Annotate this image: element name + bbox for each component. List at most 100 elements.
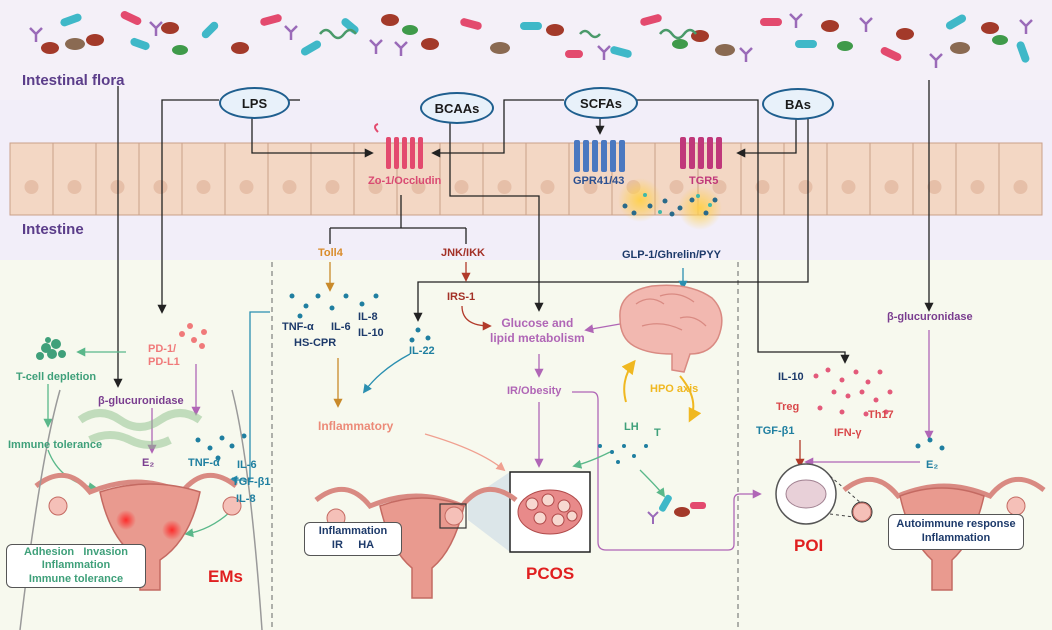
pcos-effects-box: Inflammation IR HA [304,522,402,556]
lh-label: LH [624,421,639,433]
poi-dots [813,367,893,417]
ems-e2-label: E₂ [142,457,155,469]
cell-nucleus [970,180,985,194]
poi-autoimmune: Autoimmune response [896,518,1016,531]
poi-inflammation: Inflammation [921,532,991,544]
connectors-black [113,80,934,388]
cell-nucleus [884,180,899,194]
tcell-cluster [36,337,66,360]
connectors-orange [325,262,343,408]
cell-nucleus [239,180,254,194]
uterus-pcos [314,486,518,599]
cell-nucleus [669,180,684,194]
poi-th17-label: Th17 [868,409,894,421]
pcos-title: PCOS [526,564,575,583]
poi-ovary-circle [775,463,873,525]
tcell-depletion-label: T-cell depletion [16,371,97,383]
poi-title: POI [794,536,824,555]
cell-nucleus [411,180,426,194]
pcos-ha: HA [358,539,375,551]
hpo-arrows [621,359,702,423]
brain-illustration [619,284,723,373]
small-bacteria [647,494,706,524]
tgr5-receptor [680,137,722,169]
cell-nucleus [540,180,555,194]
bacteria-row [29,11,1033,68]
cell-nucleus [712,180,727,194]
hormone-glow [618,178,722,230]
cyto-hscpr-label: HS-CPR [294,337,337,349]
inflammatory-label: Inflammatory [318,419,394,433]
il22-label: IL-22 [409,345,435,357]
cell-nucleus [755,180,770,194]
cell-nucleus [153,180,168,194]
cytokine-dots [195,293,945,464]
gpr-label: GPR41/43 [573,175,625,187]
bas-label: BAs [784,96,811,112]
bcaas-oval: BCAAs [420,92,494,124]
ems-title: EMs [208,567,243,586]
cell-nucleus [841,180,856,194]
connectors-salmon [424,433,506,472]
cell-nucleus [454,180,469,194]
uterus-ems [34,472,242,591]
ems-invasion: Invasion [83,546,128,559]
cell-nucleus [325,180,340,194]
glucose-lipid-label: Glucose and lipid metabolism [490,316,585,346]
connectors-red [461,262,492,331]
pd1-label: PD-1/ [148,343,177,355]
pdl1-label: PD-L1 [148,356,180,368]
scfas-label: SCFAs [580,95,622,111]
zo1-receptor [374,123,423,169]
lps-label: LPS [241,95,268,111]
pcos-inflammation: Inflammation [318,525,388,538]
jnk-label: JNK/IKK [441,247,486,259]
ir-obesity-label: IR/Obesity [507,385,562,397]
cell-nucleus [67,180,82,194]
ems-tgf-label: TGF-β1 [232,476,271,488]
pcos-ovary-box [468,471,591,553]
cell-nucleus [368,180,383,194]
lps-oval: LPS [219,87,290,119]
zo1-label: Zo-1/Occludin [368,175,442,187]
cell-nucleus [798,180,813,194]
pd1-dots [179,323,207,349]
cell-nucleus [583,180,598,194]
epithelial-cell [998,142,1043,216]
bcaas-label: BCAAs [434,100,480,116]
pcos-ir: IR [331,539,343,551]
gpr-receptor [574,140,625,172]
ems-il6-label: IL-6 [237,459,257,471]
intestine-label: Intestine [22,221,84,238]
glucose-line1: Glucose and [501,316,574,330]
cell-nucleus [196,180,211,194]
ems-immune-tolerance: Immune tolerance [28,572,124,585]
poi-il10-label: IL-10 [778,371,804,383]
cyto-il8-label: IL-8 [358,311,378,323]
body-outline [19,389,263,630]
intestinal-flora-label: Intestinal flora [22,72,125,89]
tgr5-label: TGR5 [689,175,719,187]
toll4-label: Toll4 [318,247,343,259]
hormones-label: GLP-1/Ghrelin/PYY [622,249,722,261]
poi-e2-label: E₂ [926,459,939,471]
poi-tgf-label: TGF-β1 [756,425,795,437]
cyto-il10-label: IL-10 [358,327,384,339]
cyto-il6-label: IL-6 [331,321,351,333]
cell-nucleus [24,180,39,194]
cell-nucleus [497,180,512,194]
cyto-tnf-label: TNF-α [282,321,314,333]
t-label: T [654,427,661,439]
flora-band [0,0,1052,100]
intestine-epithelium [9,142,1043,216]
poi-ifn-label: IFN-γ [834,427,862,439]
ems-il8-label: IL-8 [236,493,256,505]
poi-effects-box: Autoimmune response Inflammation [888,514,1024,550]
cell-nucleus [282,180,297,194]
ems-inflammation: Inflammation [41,559,111,572]
ems-adhesion: Adhesion [24,546,75,559]
cell-nucleus [927,180,942,194]
ems-effects-box: Adhesion Invasion Inflammation Immune to… [6,544,146,588]
